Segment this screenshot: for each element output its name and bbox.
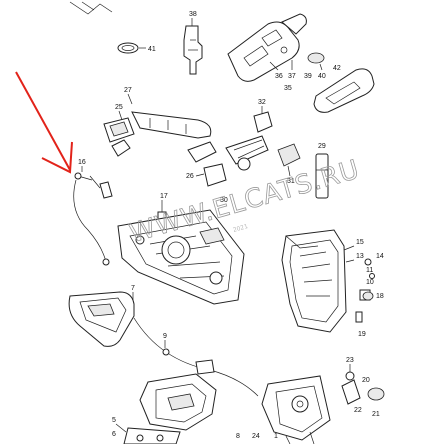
callout-29: 29 — [318, 143, 326, 150]
callout-36: 36 — [275, 73, 283, 80]
callout-10: 10 — [366, 279, 374, 286]
callout-17: 17 — [160, 193, 168, 200]
callout-32: 32 — [258, 99, 266, 106]
cap-40: 40 — [307, 52, 326, 80]
callout-13: 13 — [356, 253, 364, 260]
callout-27: 27 — [124, 87, 132, 94]
callout-40: 40 — [318, 73, 326, 80]
callout-24: 24 — [252, 433, 260, 440]
callout-42: 42 — [333, 65, 341, 72]
red-pointer-arrow — [15, 71, 73, 174]
callout-15: 15 — [356, 239, 364, 246]
callout-25: 25 — [115, 104, 123, 111]
door-lock-right: 15 13 14 11 10 18 19 — [281, 229, 384, 338]
callout-30: 30 — [220, 197, 228, 204]
callout-18: 18 — [376, 293, 384, 300]
callout-31: 31 — [287, 178, 295, 185]
inner-handle-group: 7 9 — [68, 285, 259, 397]
lower-bracket-group: 5 6 8 24 1 — [112, 373, 278, 444]
key-shell-42: 42 — [313, 65, 375, 113]
callout-23: 23 — [346, 357, 354, 364]
callout-8: 8 — [236, 433, 240, 440]
key-fob: 36 37 39 35 — [227, 13, 312, 92]
callout-7: 7 — [131, 285, 135, 292]
callout-16: 16 — [78, 159, 86, 166]
callout-35: 35 — [284, 85, 292, 92]
callout-41: 41 — [148, 46, 156, 53]
top-partial-part — [69, 1, 113, 15]
callout-9: 9 — [163, 333, 167, 340]
lock-carrier-12: 12 — [117, 209, 245, 305]
callout-37: 37 — [288, 73, 296, 80]
callout-38: 38 — [189, 11, 197, 18]
outer-handle-group: 27 25 28 — [103, 87, 217, 163]
callout-22: 22 — [354, 407, 362, 414]
callout-26: 26 — [186, 173, 194, 180]
release-cable-16: 16 — [73, 159, 113, 266]
callout-6: 6 — [112, 431, 116, 438]
callout-20: 20 — [362, 377, 370, 384]
callout-19: 19 — [358, 331, 366, 338]
callout-39: 39 — [304, 73, 312, 80]
lock-cylinder-group: 32 31 29 26 30 — [186, 99, 329, 204]
callout-21: 21 — [372, 411, 380, 418]
callout-11: 11 — [366, 267, 373, 274]
lock-bracket-38: 38 — [183, 11, 203, 75]
callout-1: 1 — [274, 433, 278, 440]
o-ring-41: 41 — [117, 42, 156, 54]
watermark-year: 2021 — [232, 223, 249, 234]
latch-group: 23 20 22 21 — [261, 357, 385, 444]
callout-14: 14 — [376, 253, 384, 260]
callout-5: 5 — [112, 417, 116, 424]
